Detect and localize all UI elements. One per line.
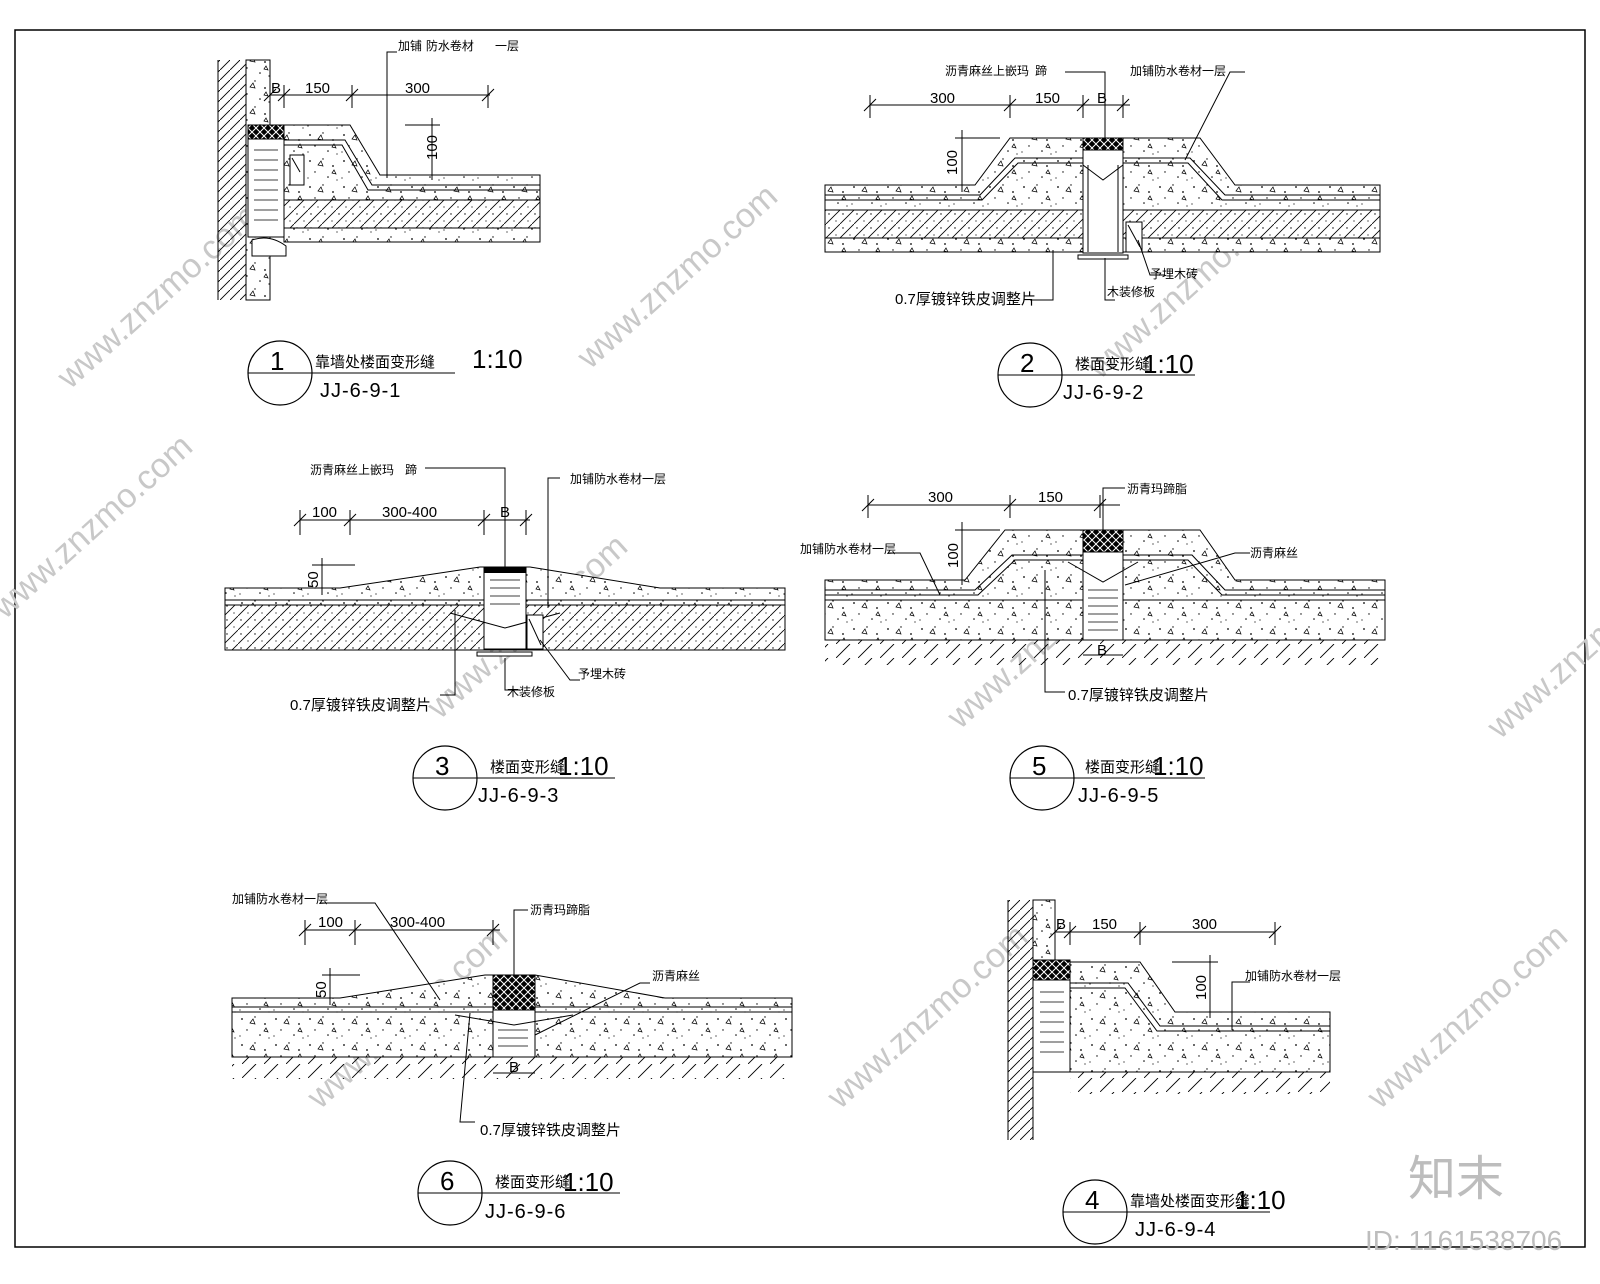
detail-code: JJ-6-9-4 <box>1135 1219 1216 1241</box>
dim-label: B <box>509 1059 519 1076</box>
dim-label: 100 <box>318 914 343 931</box>
watermark-site: www.znzmo.com <box>0 427 200 627</box>
watermark-site: www.znzmo.com <box>819 917 1035 1117</box>
note-label: 0.7厚镀锌铁皮调整片 <box>480 1122 621 1139</box>
detail-scale: 1:10 <box>563 1167 614 1197</box>
detail-title: 楼面变形缝 <box>495 1173 570 1191</box>
note-label: 沥青麻丝 <box>1250 545 1298 560</box>
note-label: 沥青麻丝上嵌玛 <box>945 63 1029 78</box>
note-label: 0.7厚镀锌铁皮调整片 <box>895 291 1036 308</box>
dim-label: B <box>1097 642 1107 659</box>
detail-5: 300 150 100 B 沥青玛蹄脂 加铺防水卷材一层 沥青麻丝 0.7厚镀锌… <box>800 481 1386 811</box>
image-id-label: ID: 1161538706 <box>1365 1225 1562 1256</box>
note-label: 木装修板 <box>507 684 555 699</box>
dim-label: 50 <box>305 571 322 588</box>
detail-scale: 1:10 <box>1153 751 1204 781</box>
note-label: 沥青麻丝 <box>652 968 700 983</box>
note-label: 加铺 防水卷材 <box>398 38 474 53</box>
dim-label: B <box>1056 916 1066 933</box>
dim-label: 300 <box>405 80 430 97</box>
dim-label: B <box>271 80 281 97</box>
detail-title: 靠墙处楼面变形缝 <box>315 353 435 371</box>
detail-scale: 1:10 <box>1235 1185 1286 1215</box>
note-label: 加铺防水卷材一层 <box>570 471 666 486</box>
dim-label: 100 <box>1193 975 1210 1000</box>
dim-label: 150 <box>1038 489 1063 506</box>
detail-scale: 1:10 <box>472 344 523 374</box>
dim-label: 100 <box>424 135 441 160</box>
detail-title: 楼面变形缝 <box>1075 355 1150 373</box>
detail-1: B 150 300 100 加铺 防水卷材 一层 1 靠墙处楼面变形缝 1:10… <box>217 38 541 406</box>
note-label: 0.7厚镀锌铁皮调整片 <box>1068 687 1209 704</box>
note-label: 蹄 <box>405 462 417 477</box>
dim-label: 300 <box>928 489 953 506</box>
note-label: 一层 <box>495 39 519 53</box>
dim-label: 150 <box>305 80 330 97</box>
detail-code: JJ-6-9-1 <box>320 380 401 402</box>
dim-label: 100 <box>312 504 337 521</box>
watermark-site: www.znzmo.com <box>1359 917 1575 1117</box>
note-label: 加铺防水卷材一层 <box>232 891 328 906</box>
note-label: 予埋木砖 <box>578 666 626 681</box>
dim-label: B <box>1097 90 1107 107</box>
detail-title: 楼面变形缝 <box>1085 758 1160 776</box>
detail-number: 1 <box>270 346 284 376</box>
watermark-site: www.znzmo.com <box>569 177 785 377</box>
detail-number: 6 <box>440 1166 454 1196</box>
note-label: 沥青玛蹄脂 <box>1127 481 1187 496</box>
note-label: 沥青玛蹄脂 <box>530 902 590 917</box>
detail-number: 5 <box>1032 751 1046 781</box>
note-label: 木装修板 <box>1107 284 1155 299</box>
dim-label: 300-400 <box>390 914 445 931</box>
detail-4: B 150 300 100 加铺防水卷材一层 4 靠墙处楼面变形缝 1:10 J… <box>1007 899 1341 1245</box>
dim-label: 300-400 <box>382 504 437 521</box>
detail-scale: 1:10 <box>558 751 609 781</box>
note-label: 加铺防水卷材一层 <box>1245 968 1341 983</box>
detail-number: 3 <box>435 751 449 781</box>
detail-number: 2 <box>1020 348 1034 378</box>
detail-title: 靠墙处楼面变形缝 <box>1130 1192 1250 1210</box>
detail-code: JJ-6-9-5 <box>1078 785 1159 807</box>
note-label: 加铺防水卷材一层 <box>800 541 896 556</box>
detail-title: 楼面变形缝 <box>490 758 565 776</box>
detail-code: JJ-6-9-2 <box>1063 382 1144 404</box>
dim-label: 100 <box>945 543 962 568</box>
note-label: 加铺防水卷材一层 <box>1130 63 1226 78</box>
dim-label: 100 <box>944 150 961 175</box>
note-label: 0.7厚镀锌铁皮调整片 <box>290 697 431 714</box>
detail-3: 100 300-400 B 50 沥青麻丝上嵌玛 蹄 加铺防水卷材一层 0.7厚… <box>224 462 786 811</box>
detail-code: JJ-6-9-3 <box>478 785 559 807</box>
sheet-border <box>14 29 1586 1248</box>
note-label: 沥青麻丝上嵌玛 <box>310 462 394 477</box>
dim-label: 150 <box>1092 916 1117 933</box>
detail-code: JJ-6-9-6 <box>485 1201 566 1223</box>
watermark-site: www.znzmo.com <box>1479 547 1600 747</box>
detail-scale: 1:10 <box>1143 349 1194 379</box>
detail-number: 4 <box>1085 1185 1099 1215</box>
dim-label: 150 <box>1035 90 1060 107</box>
note-label: 蹄 <box>1035 63 1047 78</box>
brand-logo: 知末 <box>1408 1151 1504 1207</box>
note-label: 予埋木砖 <box>1150 266 1198 281</box>
detail-6: 100 300-400 50 B 加铺防水卷材一层 沥青玛蹄脂 沥青麻丝 0.7… <box>231 891 793 1226</box>
dim-label: 300 <box>1192 916 1217 933</box>
dim-label: 300 <box>930 90 955 107</box>
detail-2: 300 150 B 100 沥青麻丝上嵌玛 蹄 加铺防水卷材一层 0.7厚镀锌铁… <box>824 63 1381 408</box>
dim-label: 50 <box>313 981 330 998</box>
